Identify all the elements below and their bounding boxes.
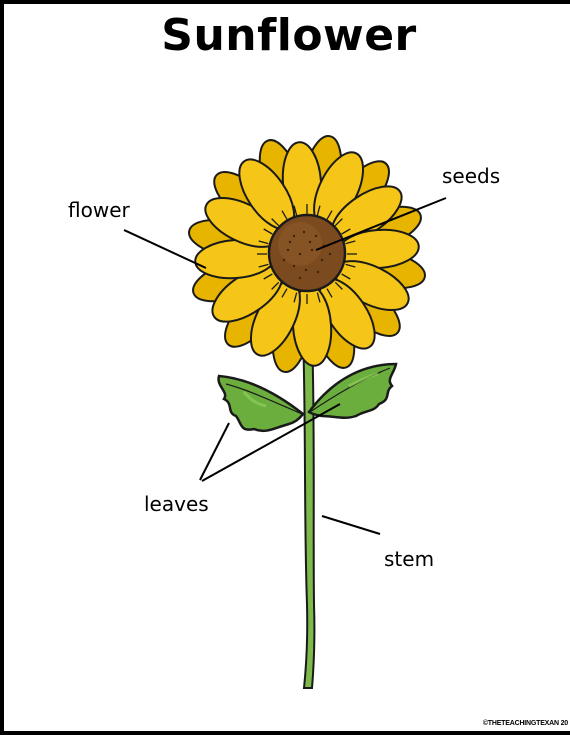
stem-shape <box>303 334 314 688</box>
copyright-text: ©THETEACHINGTEXAN 20 <box>483 720 568 727</box>
stem-label: stem <box>384 547 434 571</box>
seeds-label: seeds <box>442 164 500 188</box>
page-title: Sunflower <box>4 10 570 61</box>
right-leaf <box>309 364 396 418</box>
seed-center <box>269 215 345 291</box>
leaves-label: leaves <box>144 492 209 516</box>
leaves-leader-line-left <box>200 423 229 480</box>
flower-label: flower <box>68 198 130 222</box>
sunflower-illustration <box>4 4 570 735</box>
left-leaf <box>219 376 303 431</box>
stem-leader-line <box>322 516 380 534</box>
